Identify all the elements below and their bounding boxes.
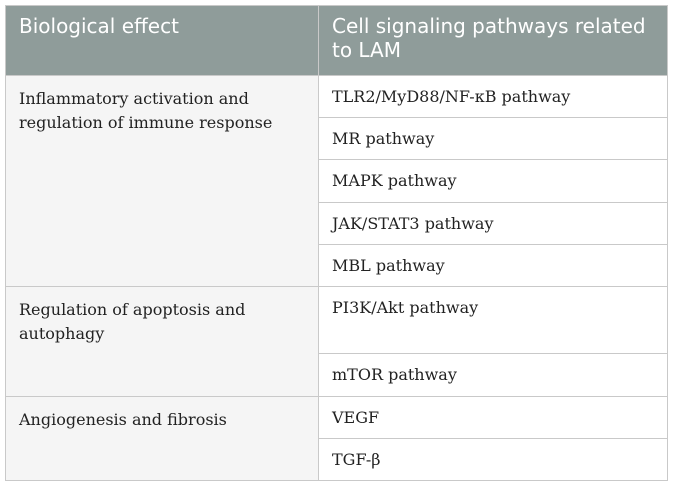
header-biological-effect: Biological effect — [5, 5, 319, 76]
pathway-cell: VEGF — [318, 395, 668, 439]
table-row: Angiogenesis and fibrosis VEGF — [5, 395, 668, 482]
effect-cell: Regulation of apoptosis and autophagy — [5, 286, 319, 397]
pathway-cell: MAPK pathway — [318, 159, 668, 203]
effect-cell: Angiogenesis and fibrosis — [5, 395, 319, 482]
table-body: Inflammatory activation and regulation o… — [5, 74, 668, 482]
pathway-cell: MR pathway — [318, 117, 668, 161]
pathway-cell: mTOR pathway — [318, 353, 668, 397]
pathway-cell: PI3K/Akt pathway — [318, 286, 668, 355]
pathway-cell: MBL pathway — [318, 243, 668, 288]
table-header: Biological effect Cell signaling pathway… — [5, 5, 668, 76]
header-signaling-pathways: Cell signaling pathways related to LAM — [318, 5, 668, 76]
table-row: TGF-β — [6, 437, 668, 482]
table-row: Inflammatory activation and regulation o… — [5, 74, 668, 288]
effect-cell: Inflammatory activation and regulation o… — [5, 74, 319, 288]
pathway-cell: JAK/STAT3 pathway — [318, 201, 668, 245]
table-row: Regulation of apoptosis and autophagy PI… — [5, 286, 668, 397]
table-container: Biological effect Cell signaling pathway… — [5, 5, 668, 482]
table-row: MBL pathway — [6, 243, 668, 288]
table-row: MR pathway — [6, 117, 668, 161]
table-row: MAPK pathway — [6, 159, 668, 203]
pathway-cell: TGF-β — [318, 437, 668, 482]
pathway-cell: TLR2/MyD88/NF-κB pathway — [318, 74, 668, 119]
pathway-table: Biological effect Cell signaling pathway… — [5, 5, 668, 482]
table-row: mTOR pathway — [6, 353, 668, 397]
header-row: Biological effect Cell signaling pathway… — [5, 5, 668, 76]
